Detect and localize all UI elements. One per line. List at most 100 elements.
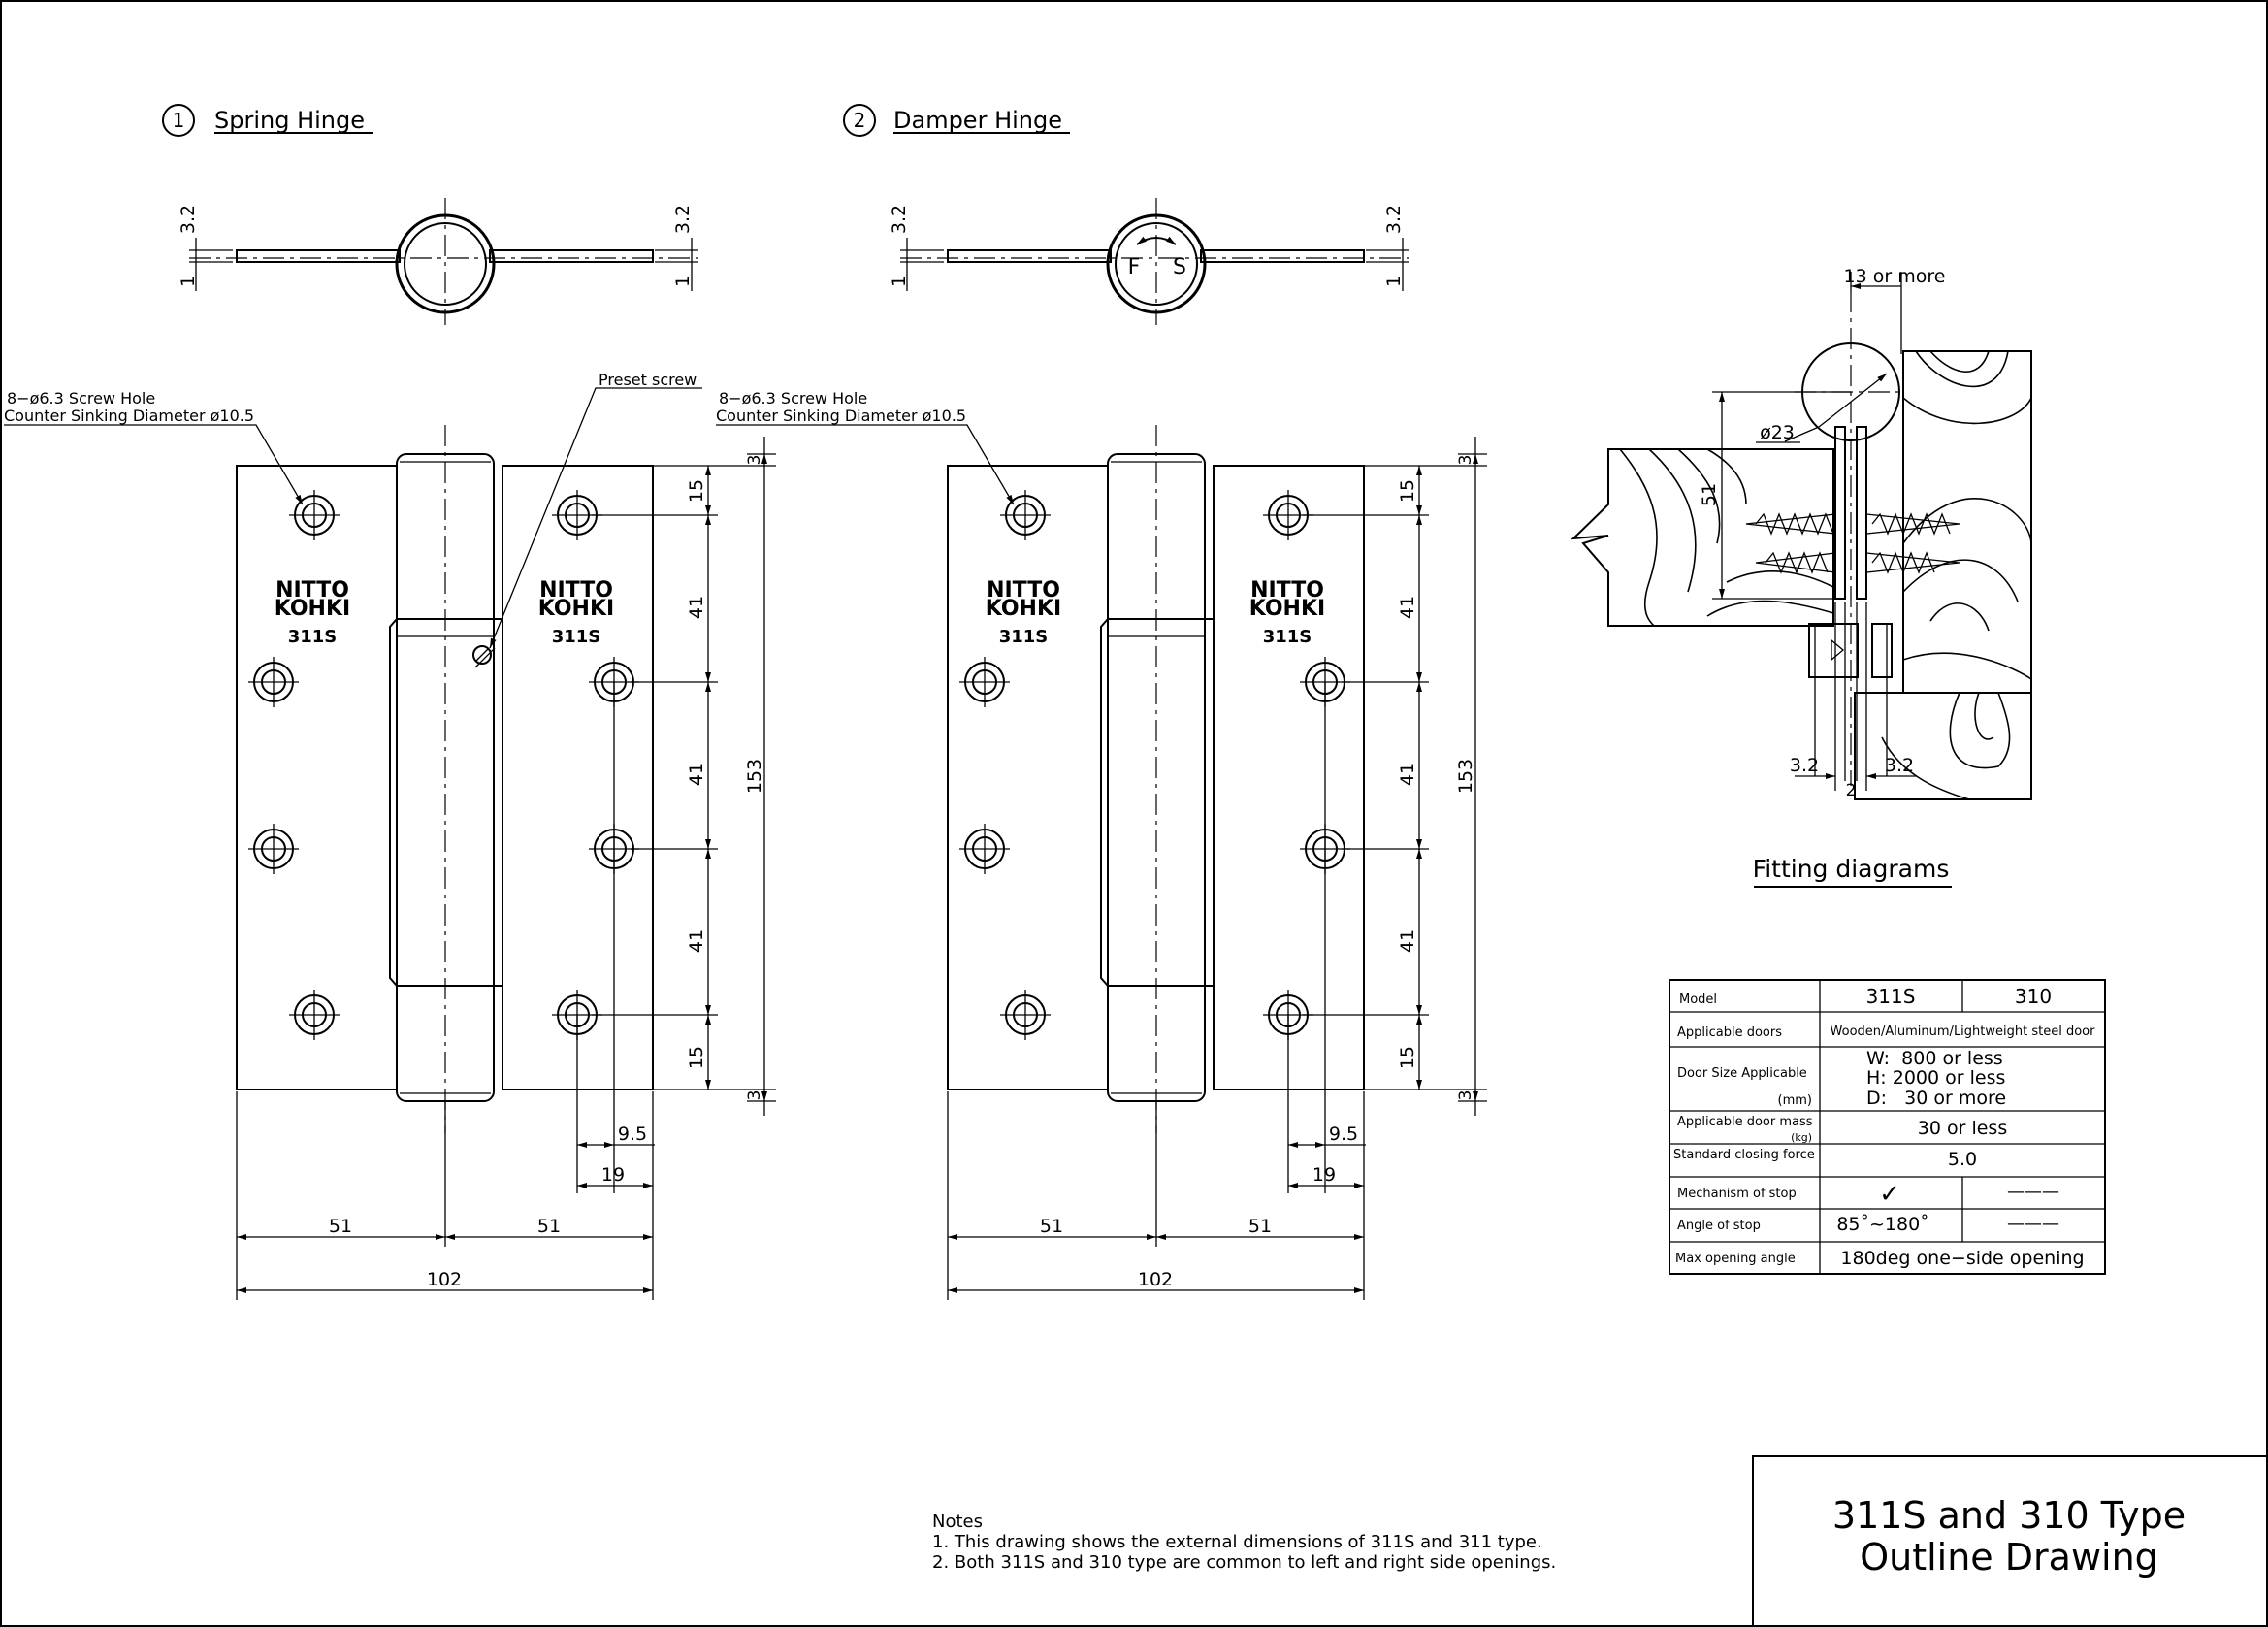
fitting-right-thick: 3.2 [1885, 755, 1914, 776]
fitting-dia-dim: ø23 [1760, 422, 1795, 443]
dim2-pitch-3: 41 [1397, 929, 1418, 953]
damper-logo: NITTO KOHKI 311S NITTO KOHKI 311S [986, 578, 1325, 647]
row-size-unit: (mm) [1778, 1093, 1812, 1108]
svg-text:NITTO: NITTO [987, 578, 1060, 602]
dim2-bottom: 15 [1397, 1046, 1418, 1069]
dim2-height: 153 [1455, 759, 1476, 794]
svg-text:311S: 311S [552, 627, 601, 647]
svg-text:311S: 311S [999, 627, 1049, 647]
dim2-half-left: 51 [1040, 1216, 1063, 1237]
title-block [1752, 1455, 2268, 1627]
svg-text:KOHKI: KOHKI [538, 597, 614, 621]
row-max-label: Max opening angle [1675, 1252, 1796, 1266]
dim-pitch-2: 41 [686, 763, 707, 786]
row-mass-unit: (kg) [1791, 1131, 1812, 1144]
dim-height: 153 [744, 759, 765, 794]
row-doors-label: Applicable doors [1677, 1025, 1782, 1040]
row-stop-310: ——— [2007, 1182, 2059, 1202]
svg-text:NITTO: NITTO [539, 578, 613, 602]
svg-text:Damper Hinge: Damper Hinge [893, 107, 1062, 134]
fitting-depth-dim: 51 [1699, 483, 1720, 506]
svg-text:KOHKI: KOHKI [986, 597, 1061, 621]
fitting-clearance: 2 [1846, 781, 1857, 800]
svg-text:311S: 311S [1263, 627, 1312, 647]
dim2-one-right: 1 [1383, 276, 1405, 287]
table-header-311s: 311S [1866, 985, 1916, 1008]
row-size-depth: D: 30 or more [1866, 1088, 2006, 1109]
damper-hinge-top-view [900, 198, 1409, 325]
row-size-width: W: 800 or less [1866, 1048, 2003, 1069]
dim-top: 15 [686, 479, 707, 503]
spring-vertical-dims [592, 437, 776, 1116]
damper-vertical-dims [1303, 437, 1487, 1116]
slow-label: S [1173, 255, 1186, 279]
svg-text:2: 2 [854, 109, 866, 132]
svg-text:1: 1 [173, 109, 185, 132]
fitting-diagram [1571, 272, 2032, 800]
dim-thickness-right: 3.2 [672, 205, 694, 234]
spring-screw-note: 8−ø6.3 Screw Hole Counter Sinking Diamet… [4, 389, 304, 505]
dim-pitch-1: 41 [686, 596, 707, 619]
row-force-value: 5.0 [1948, 1149, 1977, 1170]
svg-text:Spring Hinge: Spring Hinge [214, 107, 365, 134]
dim2-edge-top: 3 [1456, 455, 1475, 466]
row-size-height: H: 2000 or less [1866, 1067, 2005, 1089]
spring-logo: NITTO KOHKI 311S NITTO KOHKI 311S [275, 578, 614, 647]
row-mass-label: Applicable door mass [1677, 1115, 1813, 1129]
row-stop-label: Mechanism of stop [1677, 1187, 1797, 1201]
svg-text:KOHKI: KOHKI [275, 597, 350, 621]
row-angle-310: ——— [2007, 1214, 2059, 1234]
dim-bottom: 15 [686, 1046, 707, 1069]
dim2-pitch-2: 41 [1397, 763, 1418, 786]
view-title-damper: 2 Damper Hinge [843, 104, 1070, 137]
fitting-gap-dim: 13 or more [1844, 266, 1946, 287]
svg-text:8−ø6.3 Screw Hole: 8−ø6.3 Screw Hole [719, 389, 867, 407]
fitting-title: Fitting diagrams [1753, 855, 1950, 883]
dim2-hole-offset: 9.5 [1329, 1123, 1358, 1145]
table-header-310: 310 [2015, 985, 2052, 1008]
dim2-width: 102 [1138, 1269, 1173, 1290]
dim2-pitch-1: 41 [1397, 596, 1418, 619]
spring-hinge-top-view [189, 198, 698, 325]
row-mass-value: 30 or less [1918, 1118, 2007, 1139]
dim2-hole-x: 19 [1312, 1164, 1336, 1186]
dim2-half-right: 51 [1248, 1216, 1272, 1237]
notes-line-1: 1. This drawing shows the external dimen… [932, 1532, 1542, 1552]
row-force-label: Standard closing force [1673, 1148, 1815, 1162]
row-size-label: Door Size Applicable [1677, 1066, 1807, 1081]
svg-text:Counter Sinking Diameter ø10.5: Counter Sinking Diameter ø10.5 [716, 407, 966, 425]
fast-label: F [1128, 255, 1141, 279]
svg-text:NITTO: NITTO [275, 578, 349, 602]
spring-horizontal-dims [236, 682, 655, 1300]
drawing-title-line-1: 311S and 310 Type [1832, 1494, 2186, 1537]
svg-text:311S: 311S [288, 627, 338, 647]
dim2-thickness-left: 3.2 [889, 205, 910, 234]
notes-line-2: 2. Both 311S and 310 type are common to … [932, 1552, 1556, 1573]
spring-hinge-front-view [237, 425, 653, 1133]
svg-text:8−ø6.3 Screw Hole: 8−ø6.3 Screw Hole [7, 389, 155, 407]
dim-edge-top: 3 [745, 455, 764, 466]
damper-hinge-front-view [948, 425, 1364, 1133]
table-header-model: Model [1679, 992, 1717, 1007]
dim-one-right: 1 [672, 276, 694, 287]
dim2-thickness-right: 3.2 [1383, 205, 1405, 234]
dim-edge-bottom: 3 [745, 1090, 764, 1101]
svg-text:KOHKI: KOHKI [1249, 597, 1325, 621]
dim-one-left: 1 [178, 276, 199, 287]
dim-half-left: 51 [329, 1216, 352, 1237]
svg-text:NITTO: NITTO [1250, 578, 1324, 602]
notes-heading: Notes [932, 1512, 983, 1532]
fitting-left-thick: 3.2 [1790, 755, 1819, 776]
row-angle-label: Angle of stop [1677, 1219, 1761, 1233]
row-stop-311s: ✓ [1879, 1180, 1900, 1209]
dim2-top: 15 [1397, 479, 1418, 503]
row-max-value: 180deg one−side opening [1840, 1248, 2084, 1269]
row-doors-value: Wooden/Aluminum/Lightweight steel door [1831, 1025, 2096, 1039]
dim2-one-left: 1 [889, 276, 910, 287]
damper-horizontal-dims [947, 682, 1366, 1300]
dim-hole-offset: 9.5 [618, 1123, 647, 1145]
dim-thickness-left: 3.2 [178, 205, 199, 234]
dim-half-right: 51 [537, 1216, 561, 1237]
svg-text:Counter Sinking Diameter ø10.5: Counter Sinking Diameter ø10.5 [4, 407, 254, 425]
